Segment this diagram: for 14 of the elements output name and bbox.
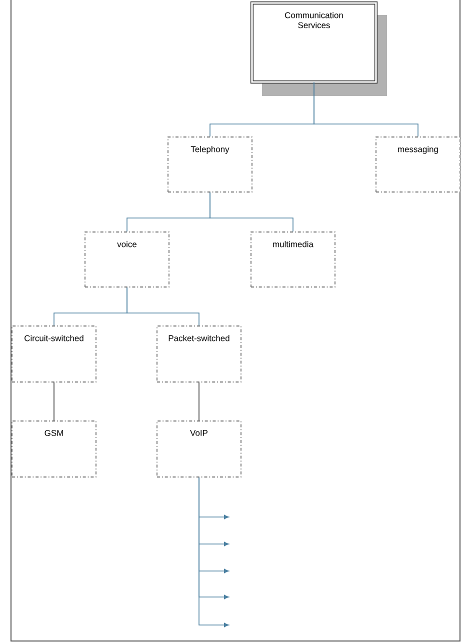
- category-box: VoIP: [156, 420, 242, 478]
- category-box: GSM: [12, 420, 96, 478]
- category-box: Telephony: [168, 136, 252, 192]
- connector-line: [314, 82, 418, 137]
- arrow: [198, 477, 229, 628]
- category-box: voice: [84, 232, 170, 288]
- connector-line: [198, 382, 200, 421]
- category-box: multimedia: [250, 232, 336, 288]
- connector-line: [210, 192, 294, 232]
- category-box: Circuit-switched: [12, 326, 96, 382]
- category-box: Packet-switched: [156, 326, 242, 382]
- connector-line: [126, 287, 200, 326]
- category-box: messaging: [376, 136, 460, 192]
- title-box: Communication Services: [250, 1, 387, 96]
